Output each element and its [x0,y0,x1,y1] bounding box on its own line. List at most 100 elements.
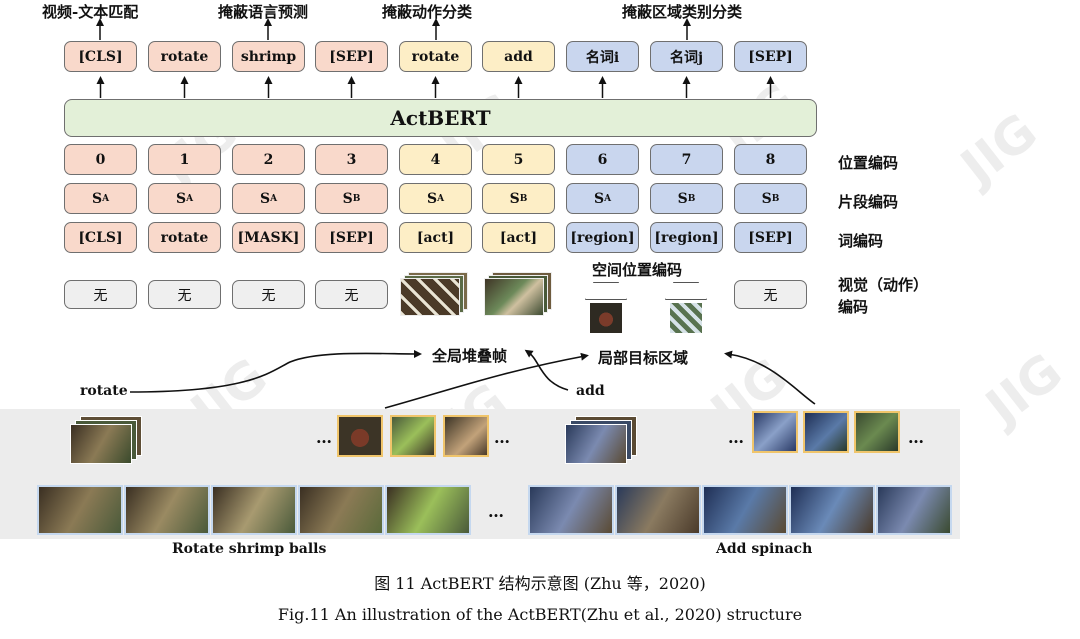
output-token-3: [SEP] [315,41,388,72]
position-embedding-0: 0 [64,144,137,175]
position-embedding-6: 6 [566,144,639,175]
segment-id: A [437,193,445,204]
row-label-visual-1: 视觉（动作） [838,276,929,294]
video-frame [385,485,471,535]
segment-id: A [186,193,194,204]
video-frame [211,485,297,535]
output-token-8: [SEP] [734,41,807,72]
visual-none-1: 无 [148,280,221,309]
local-target-region-label: 局部目标区域 [598,349,689,367]
output-token-1: rotate [148,41,221,72]
word-embedding-8: [SEP] [734,222,807,253]
segment-id: A [604,193,612,204]
clip-frame-stack [565,416,645,464]
segment-id: B [687,193,696,204]
spatial-position-label: 空间位置编码 [592,261,683,279]
segment-prefix: S [342,190,353,207]
visual-none-3: 无 [315,280,388,309]
position-embedding-4: 4 [399,144,472,175]
visual-none-0: 无 [64,280,137,309]
word-embedding-0: [CLS] [64,222,137,253]
ellipsis: … [494,428,510,447]
action-frame-stack [400,272,470,316]
clip-region-frame [337,415,383,457]
clip-region-frame [390,415,436,457]
video-frame [615,485,701,535]
task-label-video-text-matching: 视频-文本匹配 [42,3,139,21]
segment-id: A [270,193,278,204]
segment-prefix: S [593,190,605,207]
visual-none-2: 无 [232,280,305,309]
output-token-0: [CLS] [64,41,137,72]
segment-prefix: S [175,190,187,207]
position-embedding-2: 2 [232,144,305,175]
segment-id: B [352,193,361,204]
segment-prefix: S [426,190,438,207]
segment-id: B [519,193,528,204]
output-token-5: add [482,41,555,72]
segment-prefix: S [677,190,688,207]
ellipsis: … [728,428,744,447]
segment-prefix: S [761,190,772,207]
position-embedding-5: 5 [482,144,555,175]
position-embedding-3: 3 [315,144,388,175]
clip-frame-stack [70,416,150,464]
row-label-word: 词编码 [838,232,884,250]
clip-region-frame [854,411,900,453]
actbert-encoder: ActBERT [64,99,817,137]
caption-chinese: 图 11 ActBERT 结构示意图 (Zhu 等，2020) [374,574,706,593]
position-embedding-7: 7 [650,144,723,175]
segment-prefix: S [509,190,520,207]
output-token-2: shrimp [232,41,305,72]
global-stacked-frames-label: 全局堆叠帧 [432,347,508,365]
segment-id: A [102,193,110,204]
video-frame [702,485,788,535]
clip-region-frame [443,415,489,457]
output-token-6: 名词i [566,41,639,72]
caption-english: Fig.11 An illustration of the ActBERT(Zh… [277,605,803,624]
visual-none-8: 无 [734,280,807,309]
row-label-visual-2: 编码 [838,298,869,316]
region-crop-image [590,303,622,333]
word-embedding-2: [MASK] [232,222,305,253]
segment-id: B [771,193,780,204]
action-frame-stack [484,272,554,316]
video-frame [298,485,384,535]
ellipsis: … [908,428,924,447]
segment-prefix: S [259,190,271,207]
word-embedding-4: [act] [399,222,472,253]
position-embedding-8: 8 [734,144,807,175]
action-word-add: add [576,383,605,399]
task-label-masked-language: 掩蔽语言预测 [218,3,309,21]
word-embedding-5: [act] [482,222,555,253]
output-token-4: rotate [399,41,472,72]
word-embedding-3: [SEP] [315,222,388,253]
video-frame [528,485,614,535]
ellipsis: … [488,502,504,521]
actbert-label: ActBERT [390,106,491,130]
task-label-masked-action: 掩蔽动作分类 [382,3,473,21]
action-word-rotate: rotate [80,383,128,399]
ellipsis: … [316,428,332,447]
task-label-masked-region: 掩蔽区域类别分类 [622,3,743,21]
position-embedding-1: 1 [148,144,221,175]
segment-prefix: S [91,190,103,207]
clip-title-left: Rotate shrimp balls [172,541,327,557]
row-label-segment: 片段编码 [838,193,899,211]
clip-title-right: Add spinach [716,541,813,557]
video-frame [876,485,952,535]
video-frame [124,485,210,535]
video-frame [789,485,875,535]
output-token-7: 名词j [650,41,723,72]
word-embedding-7: [region] [650,222,723,253]
